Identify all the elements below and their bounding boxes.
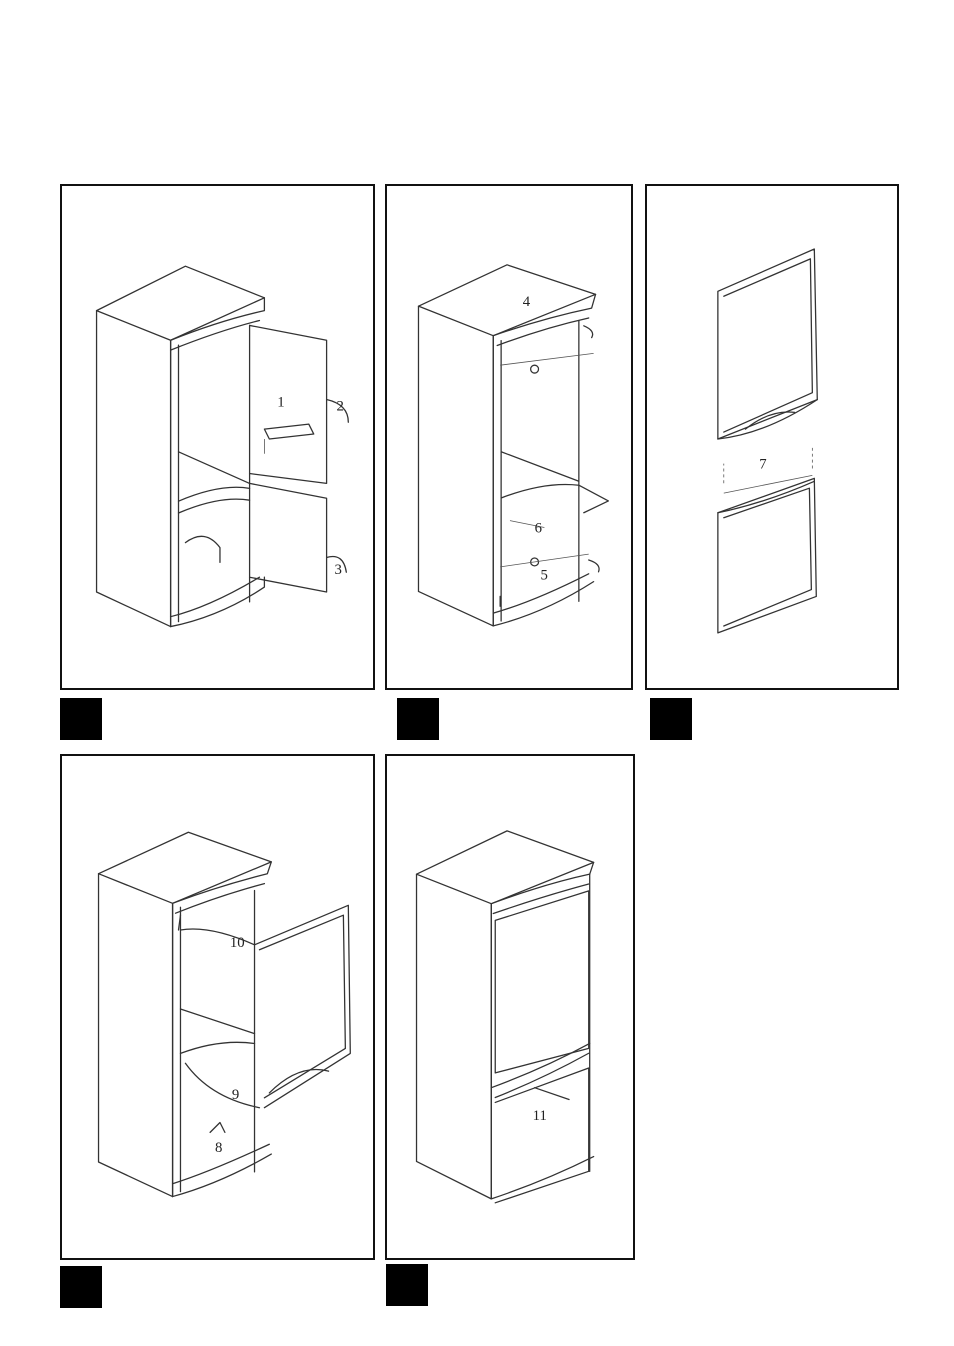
callout-6: 6 (535, 520, 542, 536)
callout-8: 8 (215, 1140, 222, 1156)
figure-3-marker (650, 698, 692, 740)
fridge-open-doors-illustration: 1 2 3 (62, 186, 373, 688)
figure-3-panel: 7 (645, 184, 899, 690)
figure-1-panel: 1 2 3 (60, 184, 375, 690)
figure-5-marker (386, 1264, 428, 1306)
callout-11: 11 (533, 1108, 547, 1124)
doors-detached-illustration: 7 (647, 186, 897, 688)
door-remount-illustration: 10 9 8 (62, 756, 373, 1258)
fridge-hinge-removal-illustration: 4 5 6 (387, 186, 631, 688)
callout-9: 9 (232, 1087, 239, 1103)
figure-1-marker (60, 698, 102, 740)
callout-4: 4 (523, 294, 531, 310)
figure-2-marker (397, 698, 439, 740)
callout-10: 10 (230, 935, 245, 951)
figure-4-marker (60, 1266, 102, 1308)
fridge-reassembled-illustration: 11 (387, 756, 633, 1258)
figure-4-panel: 10 9 8 (60, 754, 375, 1260)
figure-2-panel: 4 5 6 (385, 184, 633, 690)
callout-5: 5 (540, 568, 547, 584)
figure-5-panel: 11 (385, 754, 635, 1260)
callout-1: 1 (277, 394, 284, 410)
callout-3: 3 (334, 562, 341, 578)
callout-2: 2 (336, 398, 343, 414)
callout-7: 7 (759, 456, 766, 472)
